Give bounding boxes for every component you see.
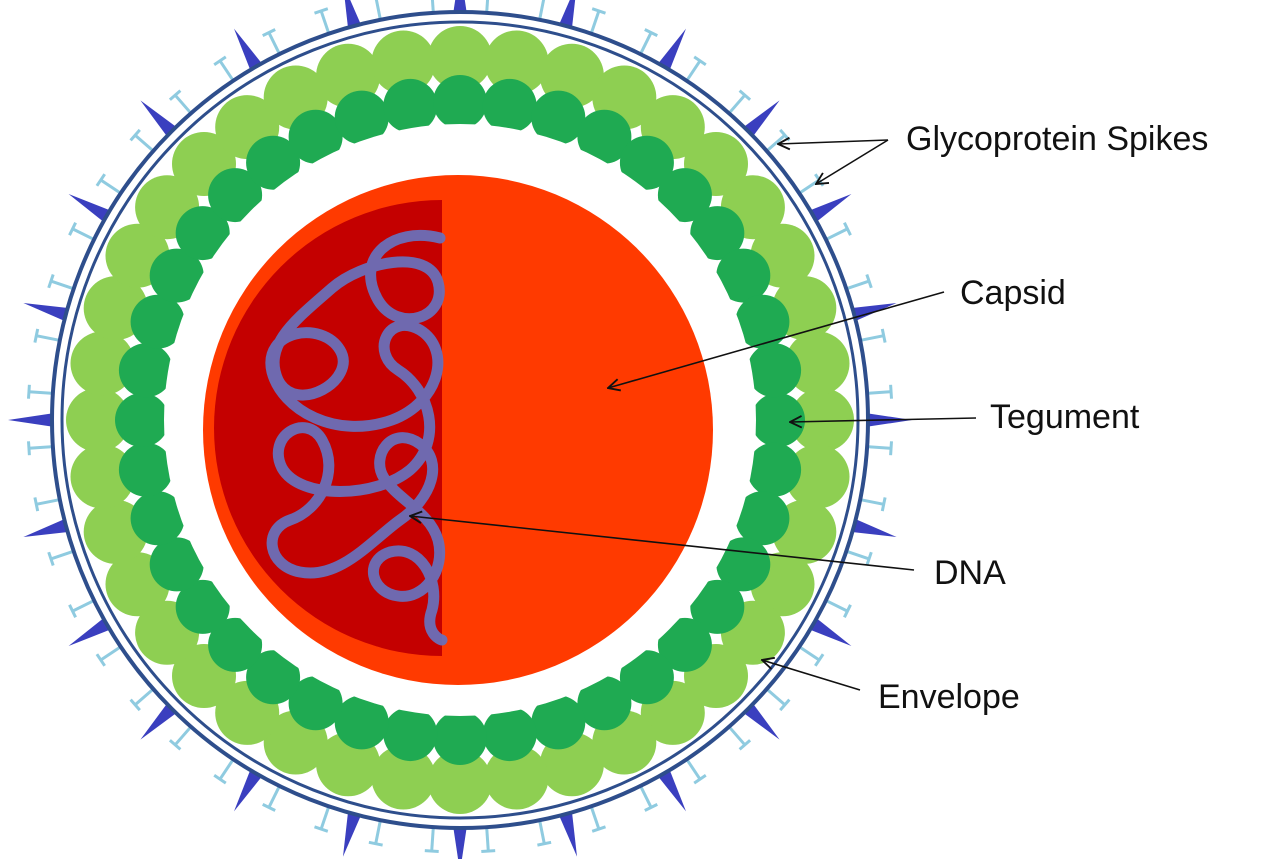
labels: Glycoprotein Spikes Capsid Tegument DNA … bbox=[878, 120, 1208, 716]
envelope-label: Envelope bbox=[878, 678, 1020, 716]
inner-tegument-bead bbox=[483, 79, 537, 133]
inner-tegument-bead bbox=[383, 79, 437, 133]
inner-tegument-bead bbox=[119, 443, 173, 497]
inner-tegument-bead bbox=[747, 443, 801, 497]
capsid bbox=[203, 175, 713, 685]
inner-tegument-bead bbox=[115, 393, 169, 447]
capsid-label: Capsid bbox=[960, 274, 1066, 312]
inner-tegument-bead bbox=[483, 707, 537, 761]
inner-tegument-bead bbox=[119, 343, 173, 397]
spike-arrow-2 bbox=[816, 140, 888, 184]
inner-tegument-bead bbox=[747, 343, 801, 397]
inner-tegument-bead bbox=[383, 707, 437, 761]
spike-arrow-1 bbox=[778, 140, 888, 144]
inner-tegument-bead bbox=[751, 393, 805, 447]
inner-tegument-bead bbox=[433, 75, 487, 129]
inner-tegument-bead bbox=[433, 711, 487, 765]
dna-label: DNA bbox=[934, 554, 1006, 592]
tegument-label: Tegument bbox=[990, 398, 1140, 436]
glycoprotein-spikes-label: Glycoprotein Spikes bbox=[906, 120, 1208, 158]
